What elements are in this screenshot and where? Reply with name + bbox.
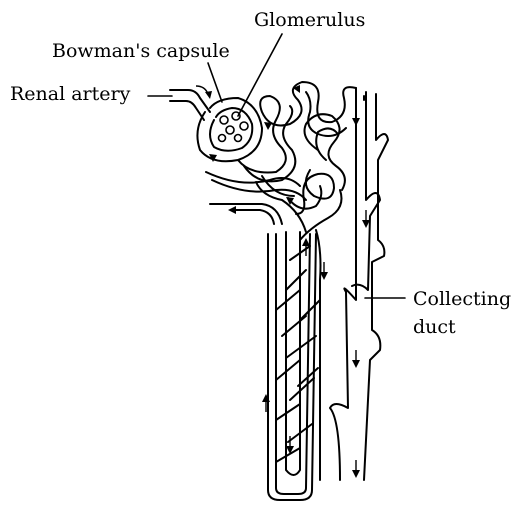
label-bowmans-capsule: Bowman's capsule (52, 40, 230, 62)
collecting-duct (330, 88, 388, 480)
proximal-convoluted-tubule (238, 82, 356, 181)
loop-flow-arrows (262, 238, 328, 454)
label-collecting-duct-line2: duct (413, 316, 456, 338)
renal-artery (170, 86, 212, 120)
label-renal-artery: Renal artery (10, 83, 131, 105)
efferent-branch (210, 204, 282, 224)
label-glomerulus: Glomerulus (254, 9, 365, 31)
label-collecting-duct-line1: Collecting (413, 288, 511, 310)
glomerulus (219, 112, 249, 142)
